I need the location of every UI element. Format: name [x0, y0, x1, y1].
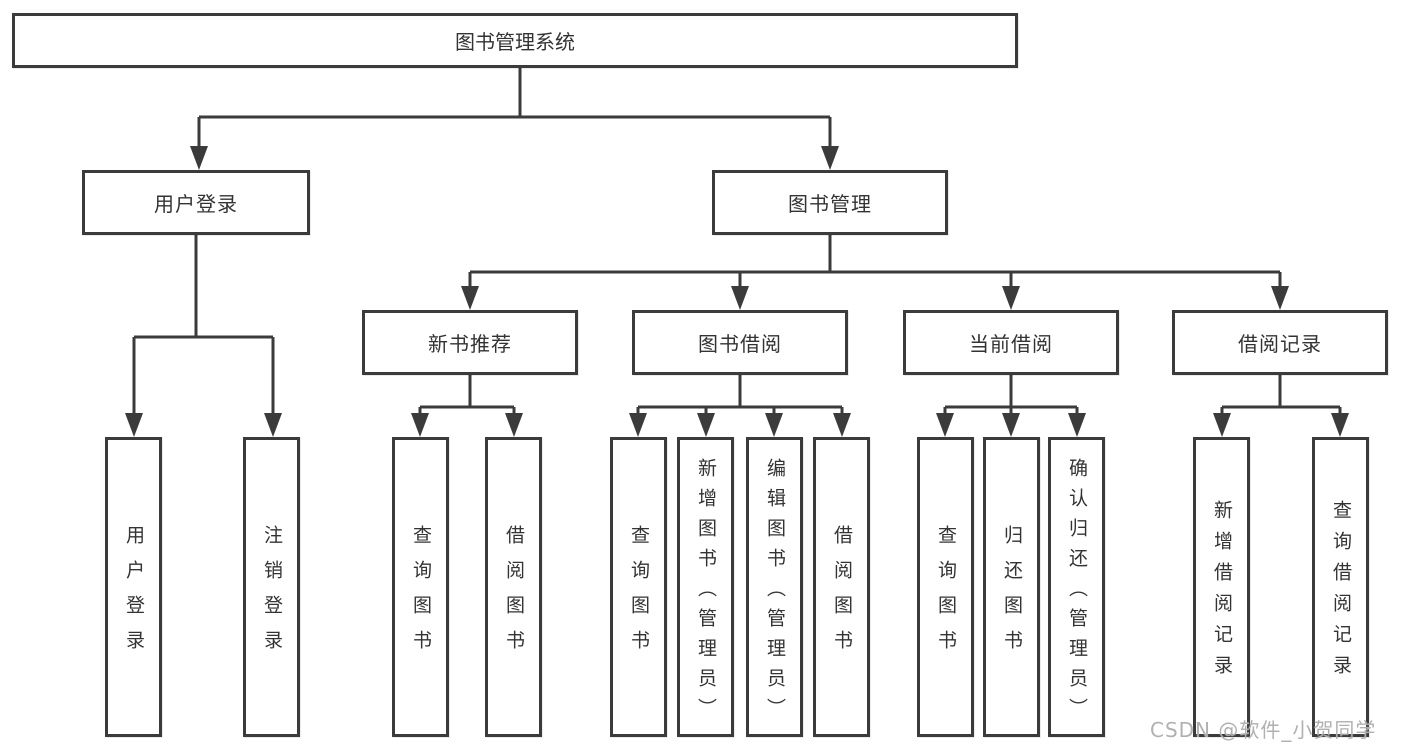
- leaf-query-books-recommend-label: 查询图书: [410, 525, 432, 665]
- leaf-borrow-books-recommend: 借阅图书: [485, 437, 542, 737]
- leaf-confirm-return-admin-label: 确认归还（管理员）: [1066, 457, 1088, 728]
- leaf-add-borrow-record: 新增借阅记录: [1193, 437, 1250, 737]
- leaf-query-books-recommend: 查询图书: [392, 437, 449, 737]
- leaf-borrow-books-label: 借阅图书: [831, 525, 853, 665]
- node-borrow-records: 借阅记录: [1172, 310, 1388, 375]
- leaf-logout: 注销登录: [243, 437, 300, 737]
- leaf-query-books-borrow-label: 查询图书: [628, 525, 650, 665]
- leaf-logout-label: 注销登录: [261, 525, 283, 665]
- leaf-add-book-admin: 新增图书（管理员）: [677, 437, 734, 737]
- node-current-borrow: 当前借阅: [903, 310, 1119, 375]
- node-book-borrow: 图书借阅: [632, 310, 848, 375]
- leaf-query-books-current-label: 查询图书: [935, 525, 957, 665]
- leaf-edit-book-admin-label: 编辑图书（管理员）: [764, 457, 786, 728]
- connector-paths: [132, 68, 1342, 416]
- leaf-query-books-current: 查询图书: [917, 437, 974, 737]
- node-user-login: 用户登录: [82, 170, 310, 235]
- node-new-book-recommend: 新书推荐: [362, 310, 578, 375]
- node-user-login-label: 用户登录: [154, 192, 238, 216]
- leaf-query-borrow-record-label: 查询借阅记录: [1330, 500, 1352, 686]
- leaf-query-borrow-record: 查询借阅记录: [1312, 437, 1369, 737]
- arrowheads: [125, 146, 1349, 437]
- node-borrow-records-label: 借阅记录: [1238, 332, 1322, 356]
- csdn-watermark: CSDN @软件_小贺同学: [1150, 718, 1377, 742]
- node-root: 图书管理系统: [12, 13, 1018, 68]
- leaf-return-books: 归还图书: [983, 437, 1040, 737]
- leaf-user-login: 用户登录: [105, 437, 162, 737]
- node-new-book-recommend-label: 新书推荐: [428, 332, 512, 356]
- leaf-confirm-return-admin: 确认归还（管理员）: [1048, 437, 1105, 737]
- leaf-borrow-books: 借阅图书: [813, 437, 870, 737]
- leaf-query-books-borrow: 查询图书: [610, 437, 667, 737]
- leaf-edit-book-admin: 编辑图书（管理员）: [746, 437, 803, 737]
- leaf-add-book-admin-label: 新增图书（管理员）: [695, 457, 717, 728]
- node-book-management-label: 图书管理: [788, 192, 872, 216]
- node-book-management: 图书管理: [712, 170, 948, 235]
- leaf-user-login-label: 用户登录: [123, 525, 145, 665]
- leaf-add-borrow-record-label: 新增借阅记录: [1211, 500, 1233, 686]
- node-book-borrow-label: 图书借阅: [698, 332, 782, 356]
- node-root-label: 图书管理系统: [455, 30, 575, 54]
- leaf-borrow-books-recommend-label: 借阅图书: [503, 525, 525, 665]
- node-current-borrow-label: 当前借阅: [969, 332, 1053, 356]
- leaf-return-books-label: 归还图书: [1001, 525, 1023, 665]
